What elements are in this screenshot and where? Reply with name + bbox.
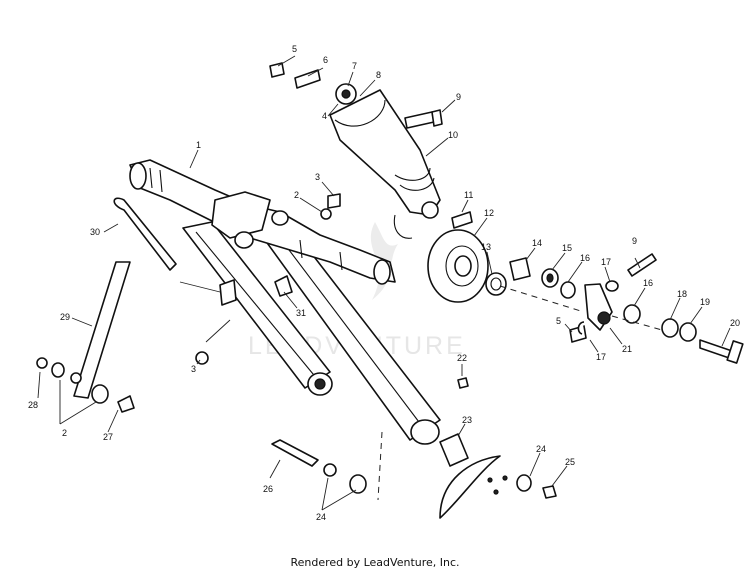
callout-13: 13 [481,242,491,252]
callout-29: 29 [60,312,70,322]
callout-21: 21 [622,344,632,354]
callout-12: 12 [484,208,494,218]
callout-9b: 9 [632,236,637,246]
callout-16b: 16 [643,278,653,288]
pivot-shaft [129,159,396,285]
idler-hardware [485,253,744,364]
shock-absorber [329,83,441,239]
callout-3: 3 [315,172,320,182]
callout-31: 31 [296,308,306,318]
callout-9: 9 [456,92,461,102]
rear-arm-left [182,221,333,396]
callout-2b: 2 [62,428,67,438]
callout-6: 6 [323,55,328,65]
callout-2: 2 [294,190,299,200]
leader-lines [37,55,731,511]
callout-22: 22 [457,353,467,363]
callout-16: 16 [580,253,590,263]
idler-wheel [427,229,489,303]
callout-30: 30 [90,227,100,237]
top-hardware [269,62,473,229]
callout-19: 19 [700,297,710,307]
lower-parts [271,377,557,519]
callout-17b: 17 [596,352,606,362]
callout-24: 24 [316,512,326,522]
callout-11: 11 [464,190,473,200]
callout-10: 10 [448,130,458,140]
callout-5: 5 [292,44,297,54]
callout-17: 17 [601,257,611,267]
callout-25: 25 [565,457,575,467]
callout-4: 4 [322,111,327,121]
callout-1: 1 [196,140,201,150]
callout-28: 28 [28,400,38,410]
callout-7: 7 [352,61,357,71]
callout-23: 23 [462,415,472,425]
callout-labels: 1 2 2 3 3 4 5 5 6 7 8 9 9 10 11 12 13 14… [28,44,740,522]
pivot-small-parts [195,193,341,365]
callout-24b: 24 [536,444,546,454]
callout-20: 20 [730,318,740,328]
callout-18: 18 [677,289,687,299]
footer-credit: Rendered by LeadVenture, Inc. [290,556,459,569]
callout-3b: 3 [191,364,196,374]
alignment-lines [377,285,663,501]
left-bracket [36,197,177,413]
callout-26: 26 [263,484,273,494]
callout-15: 15 [562,243,572,253]
callout-27: 27 [103,432,113,442]
callout-14: 14 [532,238,542,248]
callout-5b: 5 [556,316,561,326]
callout-8: 8 [376,70,381,80]
